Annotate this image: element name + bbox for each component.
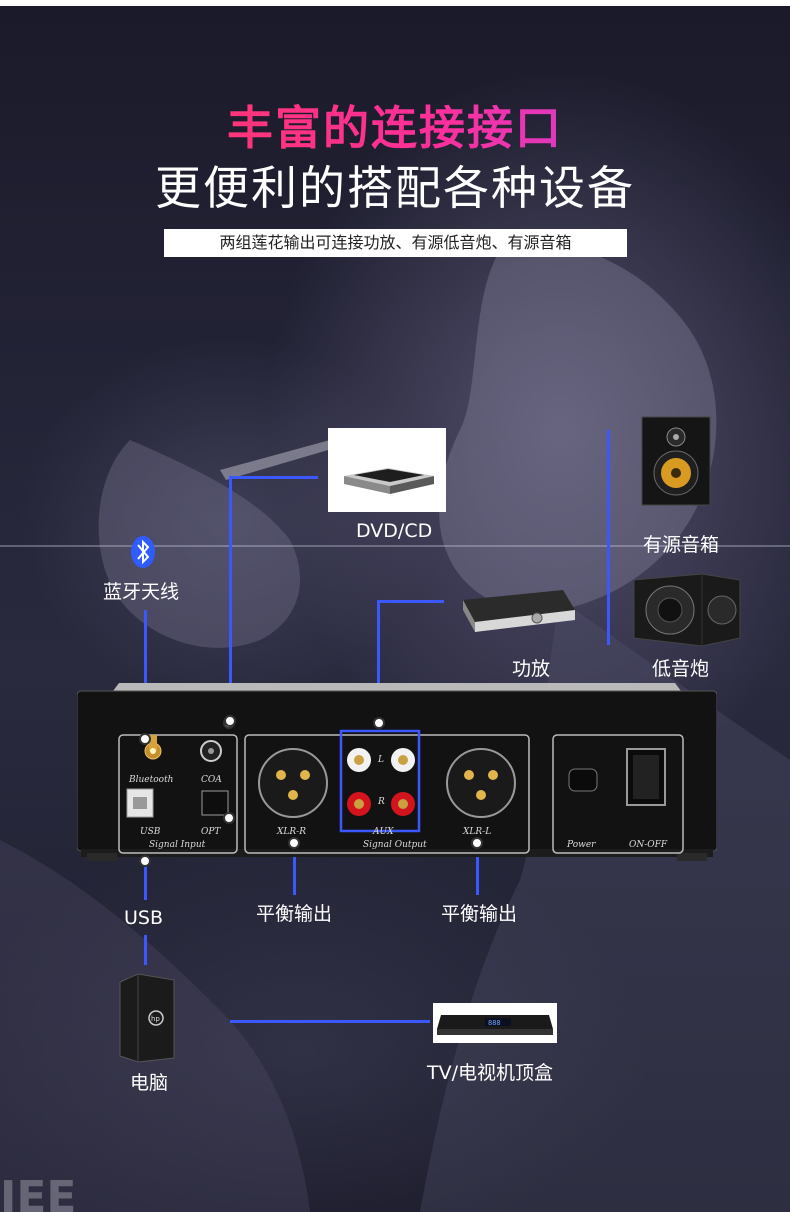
bluetooth-port-label: Bluetooth <box>129 775 174 785</box>
wire-bluetooth-vertical <box>144 610 147 740</box>
computer-label: 电脑 <box>130 1072 169 1094</box>
tv-box-label: TV/电视机顶盒 <box>427 1062 554 1084</box>
coa-port-label: COA <box>201 775 222 785</box>
dac-rear-panel: Bluetooth COA USB OPT Signal Input XLR-R… <box>77 683 717 861</box>
amplifier-image <box>445 570 581 640</box>
wire-xlr-r-vertical <box>293 845 296 895</box>
wire-dvd-vertical <box>229 476 232 721</box>
top-border <box>0 0 790 6</box>
xlr-r-connection-dot <box>288 837 300 849</box>
balanced-output-r-label: 平衡输出 <box>256 903 333 925</box>
signal-input-label: Signal Input <box>149 840 206 850</box>
svg-text:IEE: IEE <box>0 1172 76 1212</box>
bluetooth-icon <box>131 536 155 568</box>
opt-port-label: OPT <box>201 827 221 837</box>
xlr-l-port-label: XLR-L <box>463 827 492 837</box>
power-label: Power <box>567 840 596 850</box>
subwoofer-label: 低音炮 <box>652 658 710 680</box>
bluetooth-antenna-label: 蓝牙天线 <box>103 581 180 603</box>
amplifier-label: 功放 <box>512 658 551 680</box>
xlr-l-connection-dot <box>471 837 483 849</box>
on-off-label: ON-OFF <box>629 840 668 850</box>
dvd-player-image <box>328 428 446 512</box>
headline-subtitle: 更便利的搭配各种设备 <box>155 161 635 215</box>
usb-label: USB <box>124 907 164 929</box>
box-display-text: 888 <box>488 1019 501 1027</box>
aux-port-label: AUX <box>373 827 394 837</box>
set-top-box-image: 888 <box>433 1003 557 1043</box>
xlr-r-port-label: XLR-R <box>277 827 306 837</box>
wire-dvd-horizontal <box>230 476 318 479</box>
subwoofer-icon <box>633 573 741 647</box>
signal-output-label: Signal Output <box>363 840 427 850</box>
pc-tower-icon: hp <box>119 973 175 1063</box>
usb-port-label: USB <box>140 827 161 837</box>
channel-r-label: R <box>378 797 385 807</box>
balanced-output-l-label: 平衡输出 <box>441 903 518 925</box>
dvd-connection-dot <box>224 715 236 727</box>
wire-amp-vertical <box>377 600 380 730</box>
wire-computer-vertical <box>144 935 147 965</box>
active-speaker-label: 有源音箱 <box>643 534 720 556</box>
wire-speaker-vertical <box>607 430 610 645</box>
svg-text:hp: hp <box>151 1015 160 1023</box>
wire-amp-horizontal <box>378 600 444 603</box>
wire-tv-horizontal <box>230 1020 430 1023</box>
dvd-label: DVD/CD <box>356 520 433 542</box>
usb-connection-dot <box>139 855 151 867</box>
channel-l-label: L <box>378 755 384 765</box>
wire-usb-vertical <box>144 860 147 900</box>
headline-title: 丰富的连接接口 <box>0 92 790 158</box>
bookshelf-speaker-icon <box>641 416 711 506</box>
bluetooth-connection-dot <box>139 733 151 745</box>
description-box: 两组莲花输出可连接功放、有源低音炮、有源音箱 <box>164 229 627 257</box>
wire-xlr-l-vertical <box>476 845 479 895</box>
